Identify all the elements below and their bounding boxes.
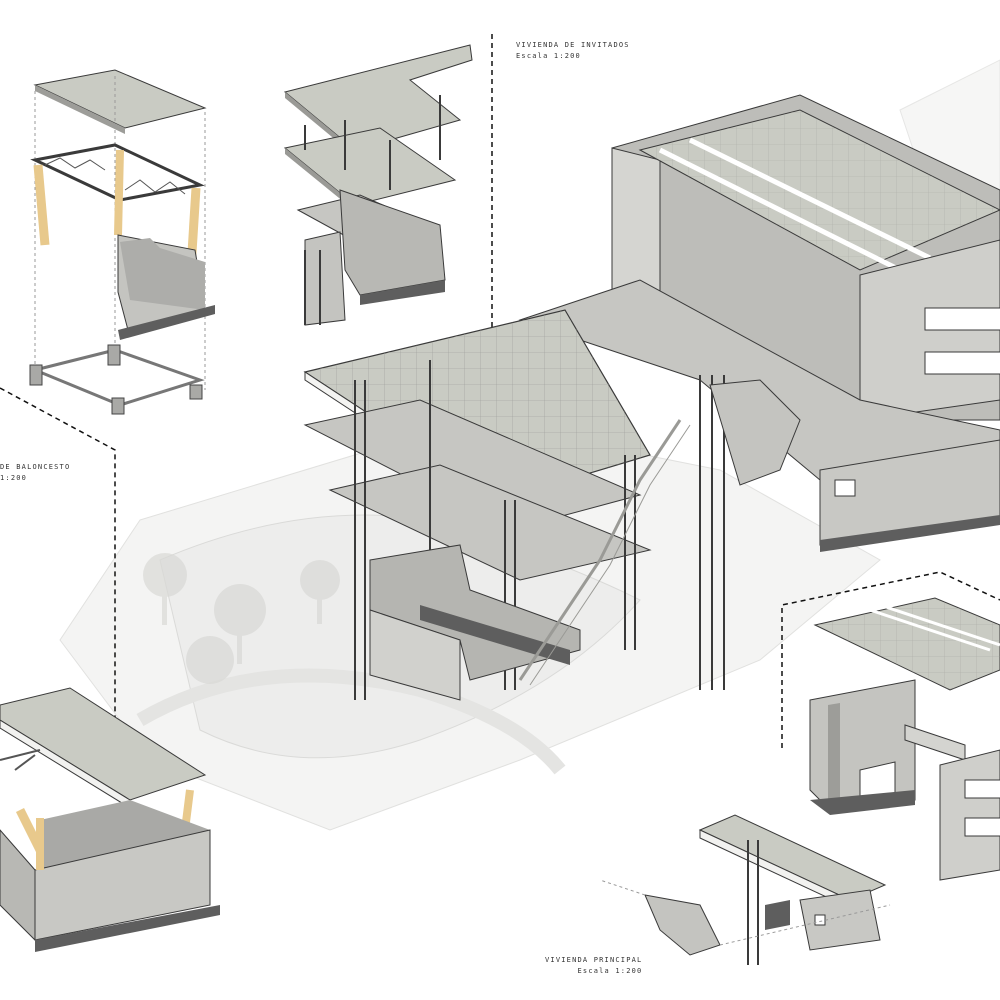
main-house-scale: Escala 1:200: [577, 967, 643, 975]
main-house-title: VIVIENDA PRINCIPAL: [545, 956, 643, 964]
tree-ghosts: [143, 553, 340, 684]
basketball-pavilion-exploded: [29, 69, 215, 415]
basketball-title: DE BALONCESTO: [0, 463, 71, 471]
main-house-assembled: [303, 94, 1000, 701]
guest-house-scale: Escala 1:200: [516, 52, 581, 60]
basketball-label: DE BALONCESTO 1:200: [0, 462, 70, 484]
guest-house-exploded: [283, 44, 473, 326]
main-house-label: VIVIENDA PRINCIPAL Escala 1:200: [545, 955, 642, 977]
guest-house-title: VIVIENDA DE INVITADOS: [516, 41, 630, 49]
basketball-leader: [0, 387, 116, 760]
basketball-pavilion-assembled: [0, 687, 220, 952]
basketball-scale: 1:200: [0, 474, 28, 482]
main-house-leader: [781, 571, 1000, 748]
guest-house-leader: [414, 34, 493, 359]
main-house-exploded: [599, 597, 1000, 965]
guest-house-label: VIVIENDA DE INVITADOS Escala 1:200: [516, 40, 630, 62]
